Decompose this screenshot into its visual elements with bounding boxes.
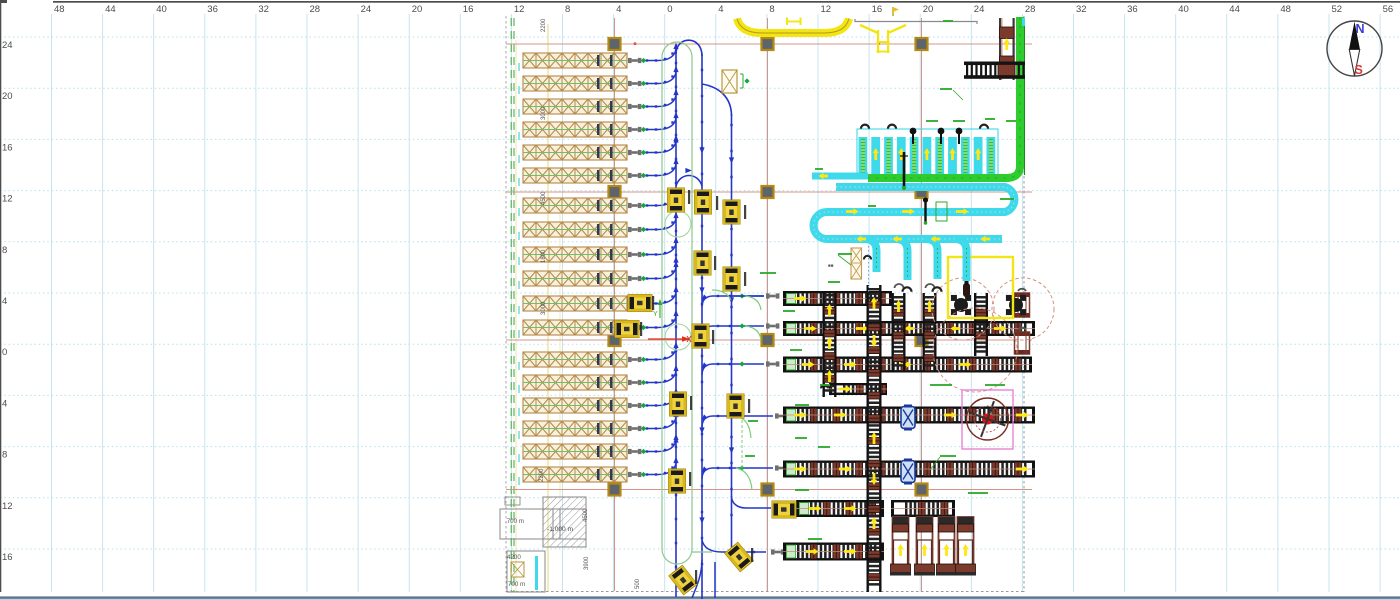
svg-text:8: 8: [2, 245, 7, 256]
svg-text:28: 28: [1025, 4, 1036, 15]
svg-text:3900: 3900: [584, 556, 590, 570]
svg-text:3000: 3000: [541, 301, 547, 315]
svg-text:48: 48: [54, 4, 65, 15]
svg-text:0: 0: [667, 4, 672, 15]
svg-text:4: 4: [2, 296, 7, 307]
svg-text:36: 36: [207, 4, 218, 15]
svg-text:8: 8: [2, 450, 7, 461]
svg-text:700 m: 700 m: [508, 581, 525, 588]
svg-text:16: 16: [2, 142, 13, 153]
svg-text:56: 56: [1383, 4, 1394, 15]
svg-text:1800: 1800: [541, 249, 547, 263]
svg-text:16: 16: [872, 4, 883, 15]
svg-text:12: 12: [821, 4, 832, 15]
svg-text:N: N: [1356, 22, 1365, 36]
svg-text:24: 24: [361, 4, 372, 15]
svg-text:32: 32: [258, 4, 269, 15]
svg-text:20: 20: [2, 91, 13, 102]
svg-text:16: 16: [463, 4, 474, 15]
svg-text:■■: ■■: [828, 263, 834, 268]
svg-text:12: 12: [2, 501, 13, 512]
svg-text:4: 4: [718, 4, 723, 15]
svg-text:2200: 2200: [539, 468, 545, 482]
svg-text:4: 4: [2, 398, 7, 409]
svg-text:28: 28: [310, 4, 321, 15]
svg-text:32: 32: [1076, 4, 1087, 15]
svg-text:24: 24: [2, 40, 13, 51]
svg-text:24: 24: [974, 4, 985, 15]
svg-text:500: 500: [635, 578, 641, 589]
svg-text:48: 48: [1280, 4, 1291, 15]
svg-text:.700 m: .700 m: [505, 518, 524, 525]
svg-text:40: 40: [156, 4, 167, 15]
svg-text:Y: Y: [653, 311, 658, 318]
svg-text:16: 16: [2, 552, 13, 563]
svg-text:S: S: [1355, 63, 1363, 77]
svg-text:8: 8: [769, 4, 774, 15]
svg-text:4200: 4200: [507, 554, 521, 561]
svg-text:4500: 4500: [583, 508, 589, 522]
svg-text:44: 44: [105, 4, 116, 15]
svg-text:0: 0: [2, 347, 7, 358]
svg-text:2200: 2200: [541, 18, 547, 32]
svg-text:12: 12: [2, 194, 13, 205]
svg-text:40: 40: [1178, 4, 1189, 15]
svg-text:36: 36: [1127, 4, 1138, 15]
svg-text:4500: 4500: [541, 191, 547, 205]
svg-text:20: 20: [923, 4, 934, 15]
svg-text:4: 4: [616, 4, 621, 15]
svg-text:12: 12: [514, 4, 525, 15]
svg-text:52: 52: [1332, 4, 1343, 15]
svg-text:8: 8: [565, 4, 570, 15]
svg-text:44: 44: [1229, 4, 1240, 15]
svg-text:-1.000 m: -1.000 m: [547, 526, 574, 533]
svg-text:20: 20: [412, 4, 423, 15]
svg-text:3000: 3000: [541, 106, 547, 120]
